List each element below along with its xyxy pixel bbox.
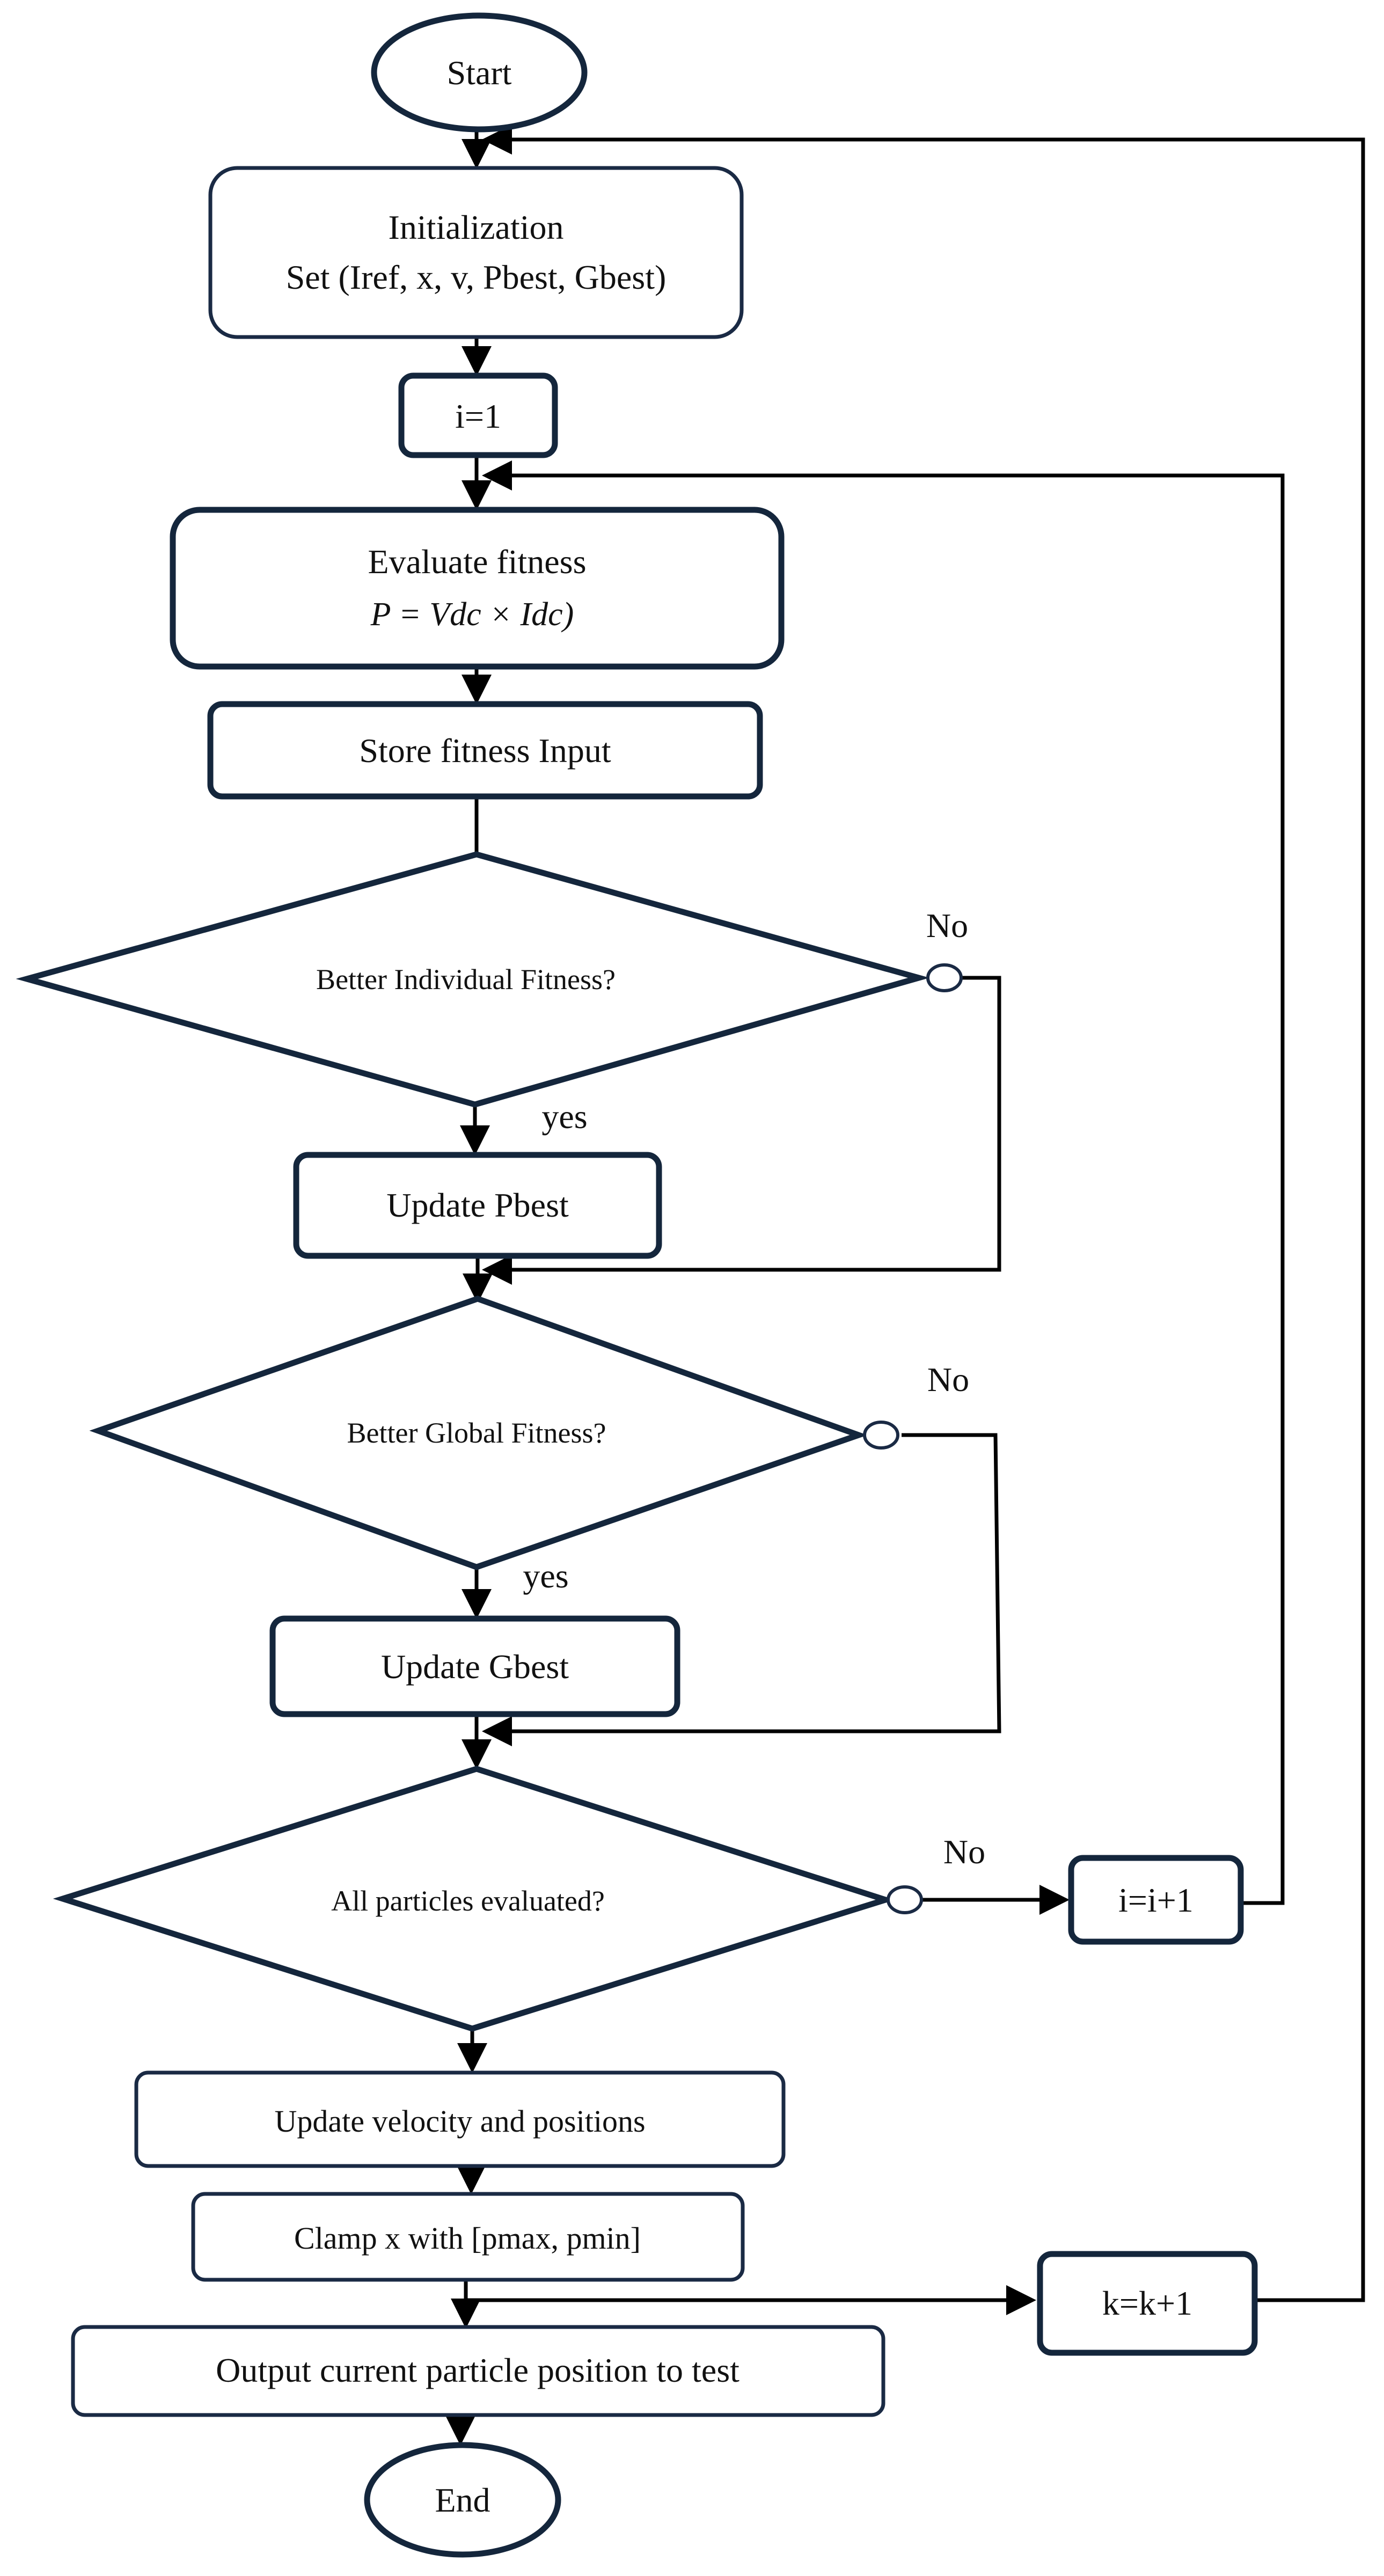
k-increment-node: k=k+1 [1037,2251,1258,2356]
end-node: End [364,2442,561,2558]
evaluate-node: Evaluate fitness P = Vdc × Idc) [170,507,785,670]
store-label: Store fitness Input [359,731,611,770]
edges [445,125,1365,2446]
edge-individual-no [482,976,1001,1285]
decision-all-no-label: No [943,1833,985,1871]
update-velocity-label: Update velocity and positions [274,2104,645,2139]
decision-individual: Better Individual Fitness? No yes [16,851,968,1136]
decision-global-no-connector [863,1421,899,1450]
output-label: Output current particle position to test [216,2351,739,2389]
decision-individual-label: Better Individual Fitness? [316,963,616,996]
init-title: Initialization [389,208,564,246]
decision-all-label: All particles evaluated? [331,1885,605,1917]
update-velocity-node: Update velocity and positions [134,2070,786,2168]
decision-global-label: Better Global Fitness? [347,1417,606,1449]
output-node: Output current particle position to test [71,2325,885,2417]
i-init-node: i=1 [398,372,558,458]
i-init-label: i=1 [455,397,501,435]
update-pbest-node: Update Pbest [293,1152,662,1259]
clamp-node: Clamp x with [pmax, pmin] [191,2192,745,2282]
init-params: Set (Iref, x, v, Pbest, Gbest) [286,258,667,296]
evaluate-title: Evaluate fitness [368,543,587,581]
store-node: Store fitness Input [207,701,763,800]
start-node: Start [371,12,588,133]
edge-i-increment-loop [482,460,1285,1905]
update-gbest-label: Update Gbest [381,1648,569,1686]
decision-individual-no-label: No [926,906,968,945]
decision-global: Better Global Fitness? No yes [89,1296,969,1595]
decision-individual-yes-label: yes [541,1097,587,1136]
end-label: End [435,2481,490,2519]
update-gbest-node: Update Gbest [269,1615,680,1717]
evaluate-formula: P = Vdc × Idc) [370,596,574,633]
update-pbest-label: Update Pbest [386,1186,569,1224]
start-label: Start [447,54,512,92]
init-node: Initialization Set (Iref, x, v, Pbest, G… [208,166,744,339]
decision-all: All particles evaluated? No [53,1766,985,2032]
decision-all-no-connector [887,1885,923,1914]
edge-global-no [482,1433,1001,1746]
edge-k-increment-loop [482,125,1365,2302]
k-increment-label: k=k+1 [1102,2284,1192,2322]
i-increment-node: i=i+1 [1068,1855,1244,1945]
clamp-label: Clamp x with [pmax, pmin] [294,2221,641,2256]
decision-global-no-label: No [927,1360,969,1399]
decision-individual-no-connector [926,963,963,992]
i-increment-label: i=i+1 [1118,1881,1193,1919]
decision-global-yes-label: yes [523,1557,568,1595]
